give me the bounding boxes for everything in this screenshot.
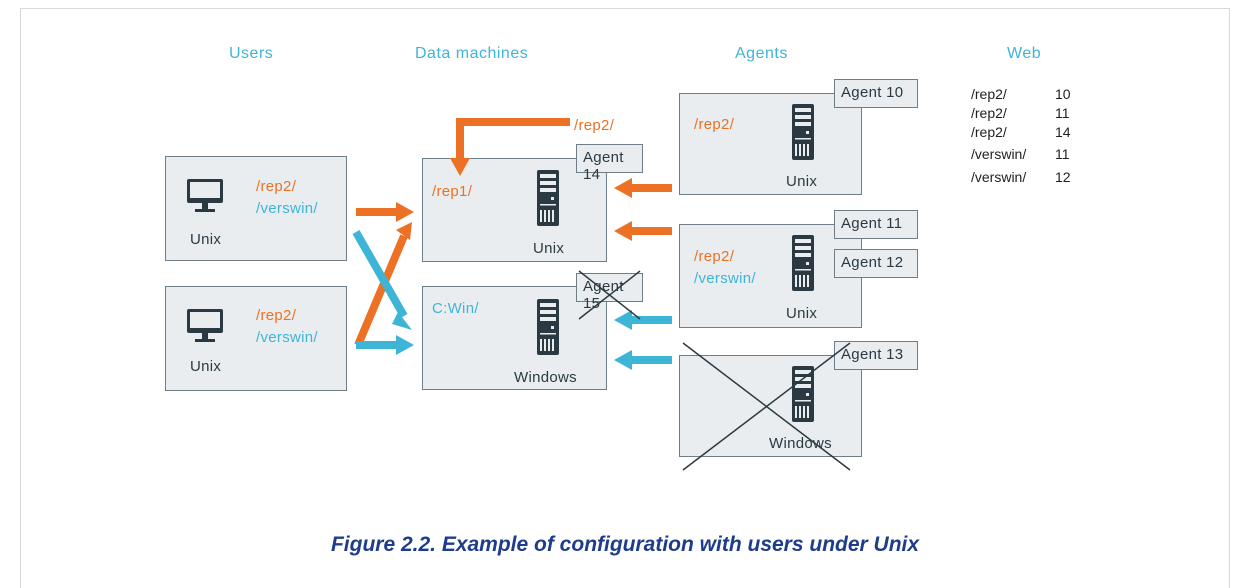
data-machine-windows [422, 286, 607, 390]
web-row: /rep2/10 [971, 86, 1071, 102]
figure-caption: Figure 2.2. Example of configuration wit… [330, 533, 920, 556]
header-web: Web [1007, 45, 1042, 62]
server-icon [792, 366, 814, 422]
user-1-path-rep2: /rep2/ [256, 178, 297, 195]
data-machine-windows-os: Windows [514, 369, 577, 386]
arrow-rep2-route [456, 118, 570, 160]
header-agents: Agents [735, 45, 788, 62]
server-icon [537, 299, 559, 355]
user-1-os: Unix [190, 231, 222, 248]
agent-2-path-verswin: /verswin/ [694, 270, 756, 287]
monitor-icon [187, 179, 223, 212]
agent-machine-3 [679, 355, 862, 457]
agent-2-path-rep2: /rep2/ [694, 248, 735, 265]
arrow-head [392, 312, 412, 330]
web-row: /verswin/11 [971, 146, 1070, 162]
arrow-head [614, 178, 632, 198]
route-label-rep2: /rep2/ [574, 117, 615, 134]
server-icon [792, 104, 814, 160]
arrow-head [614, 221, 632, 241]
agent-badge-13: Agent 13 [834, 341, 918, 370]
agent-1-os: Unix [786, 173, 818, 190]
agent-badge-12: Agent 12 [834, 249, 918, 278]
arrow-head [396, 202, 414, 222]
user-2-os: Unix [190, 358, 222, 375]
strike-agent-15 [578, 270, 641, 320]
web-row: /rep2/11 [971, 105, 1070, 121]
data-machine-unix [422, 158, 607, 262]
strike-agent-13 [682, 342, 851, 471]
monitor-icon [187, 309, 223, 342]
figure-frame [20, 8, 1230, 588]
agent-machine-1 [679, 93, 862, 195]
agent-3-os: Windows [769, 435, 832, 452]
agent-1-path: /rep2/ [694, 116, 735, 133]
diagram-overlay [352, 104, 851, 471]
user-1-path-verswin: /verswin/ [256, 200, 318, 217]
agent-badge-10: Agent 10 [834, 79, 918, 108]
user-2-path-verswin: /verswin/ [256, 329, 318, 346]
arrow-head [614, 310, 632, 330]
header-users: Users [229, 45, 274, 62]
arrow-head [396, 335, 414, 355]
agent-badge-11: Agent 11 [834, 210, 918, 239]
user-2-path-rep2: /rep2/ [256, 307, 297, 324]
user-box-2 [165, 286, 347, 391]
arrow-head [614, 350, 632, 370]
arrow-user1-to-windows [352, 230, 408, 318]
server-icon [537, 170, 559, 226]
server-icon [792, 235, 814, 291]
arrow-user2-to-unix [354, 234, 408, 347]
user-box-1 [165, 156, 347, 261]
agent-2-os: Unix [786, 305, 818, 322]
data-machine-unix-path: /rep1/ [432, 183, 473, 200]
arrow-head [396, 222, 412, 240]
agent-badge-14: Agent 14 [576, 144, 643, 183]
web-row: /verswin/12 [971, 169, 1071, 185]
data-machine-unix-os: Unix [533, 240, 565, 257]
arrow-head [450, 158, 470, 176]
web-row: /rep2/14 [971, 124, 1071, 140]
header-data-machines: Data machines [415, 45, 529, 62]
data-machine-windows-path: C:Win/ [432, 300, 479, 317]
